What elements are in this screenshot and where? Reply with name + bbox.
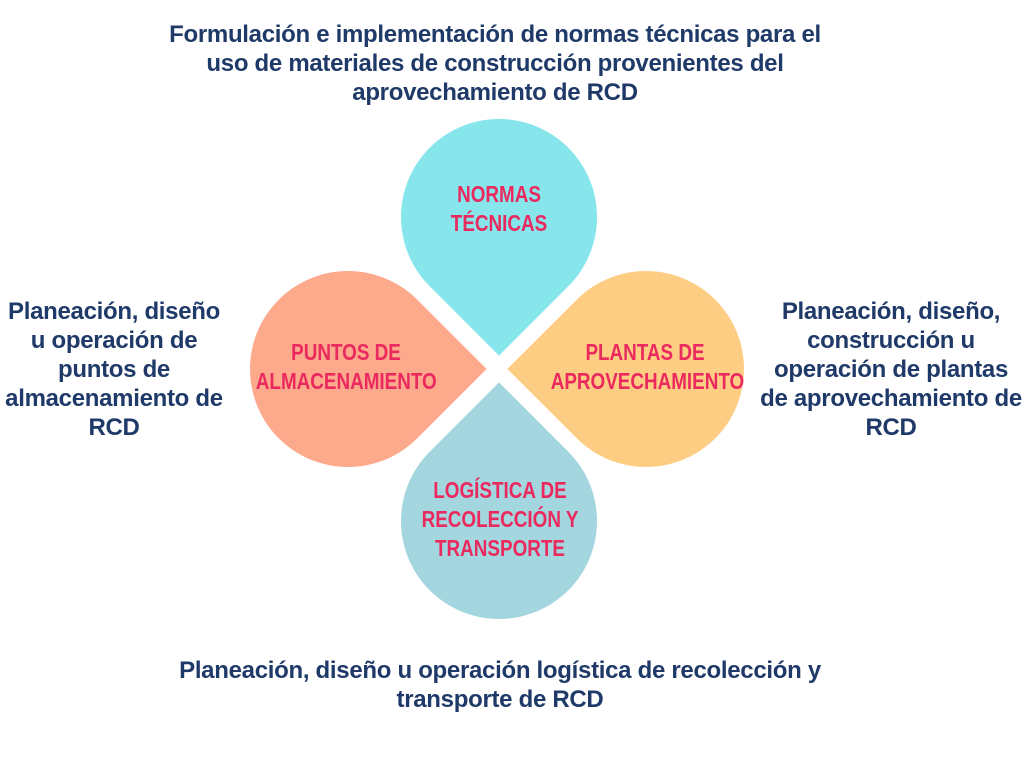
plantas-label: PLANTAS DE APROVECHAMIENTO	[550, 338, 745, 396]
logistica-label-line3: TRANSPORTE	[435, 535, 565, 561]
puntos-label-line2: ALMACENAMIENTO	[255, 368, 437, 394]
plantas-label-line2: APROVECHAMIENTO	[550, 368, 745, 394]
logistica-label-line1: LOGÍSTICA DE	[433, 477, 567, 503]
puntos-label-line1: PUNTOS DE	[291, 339, 401, 365]
normas-description: Formulación e implementación de normas t…	[169, 21, 821, 106]
puntos-description: Planeación, diseño u operación de puntos…	[5, 298, 223, 441]
normas-label-line1: NORMAS	[457, 181, 541, 207]
logistica-description: Planeación, diseño u operación logística…	[179, 657, 821, 713]
normas-label-line2: TÉCNICAS	[450, 210, 548, 236]
puntos-label: PUNTOS DE ALMACENAMIENTO	[255, 338, 437, 396]
plantas-description: Planeación, diseño, construcción u opera…	[760, 298, 1022, 441]
logistica-label: LOGÍSTICA DE RECOLECCIÓN Y TRANSPORTE	[402, 476, 599, 563]
plantas-label-line1: PLANTAS DE	[585, 339, 705, 365]
logistica-label-line2: RECOLECCIÓN Y	[421, 506, 579, 532]
normas-label: NORMAS TÉCNICAS	[417, 180, 581, 238]
